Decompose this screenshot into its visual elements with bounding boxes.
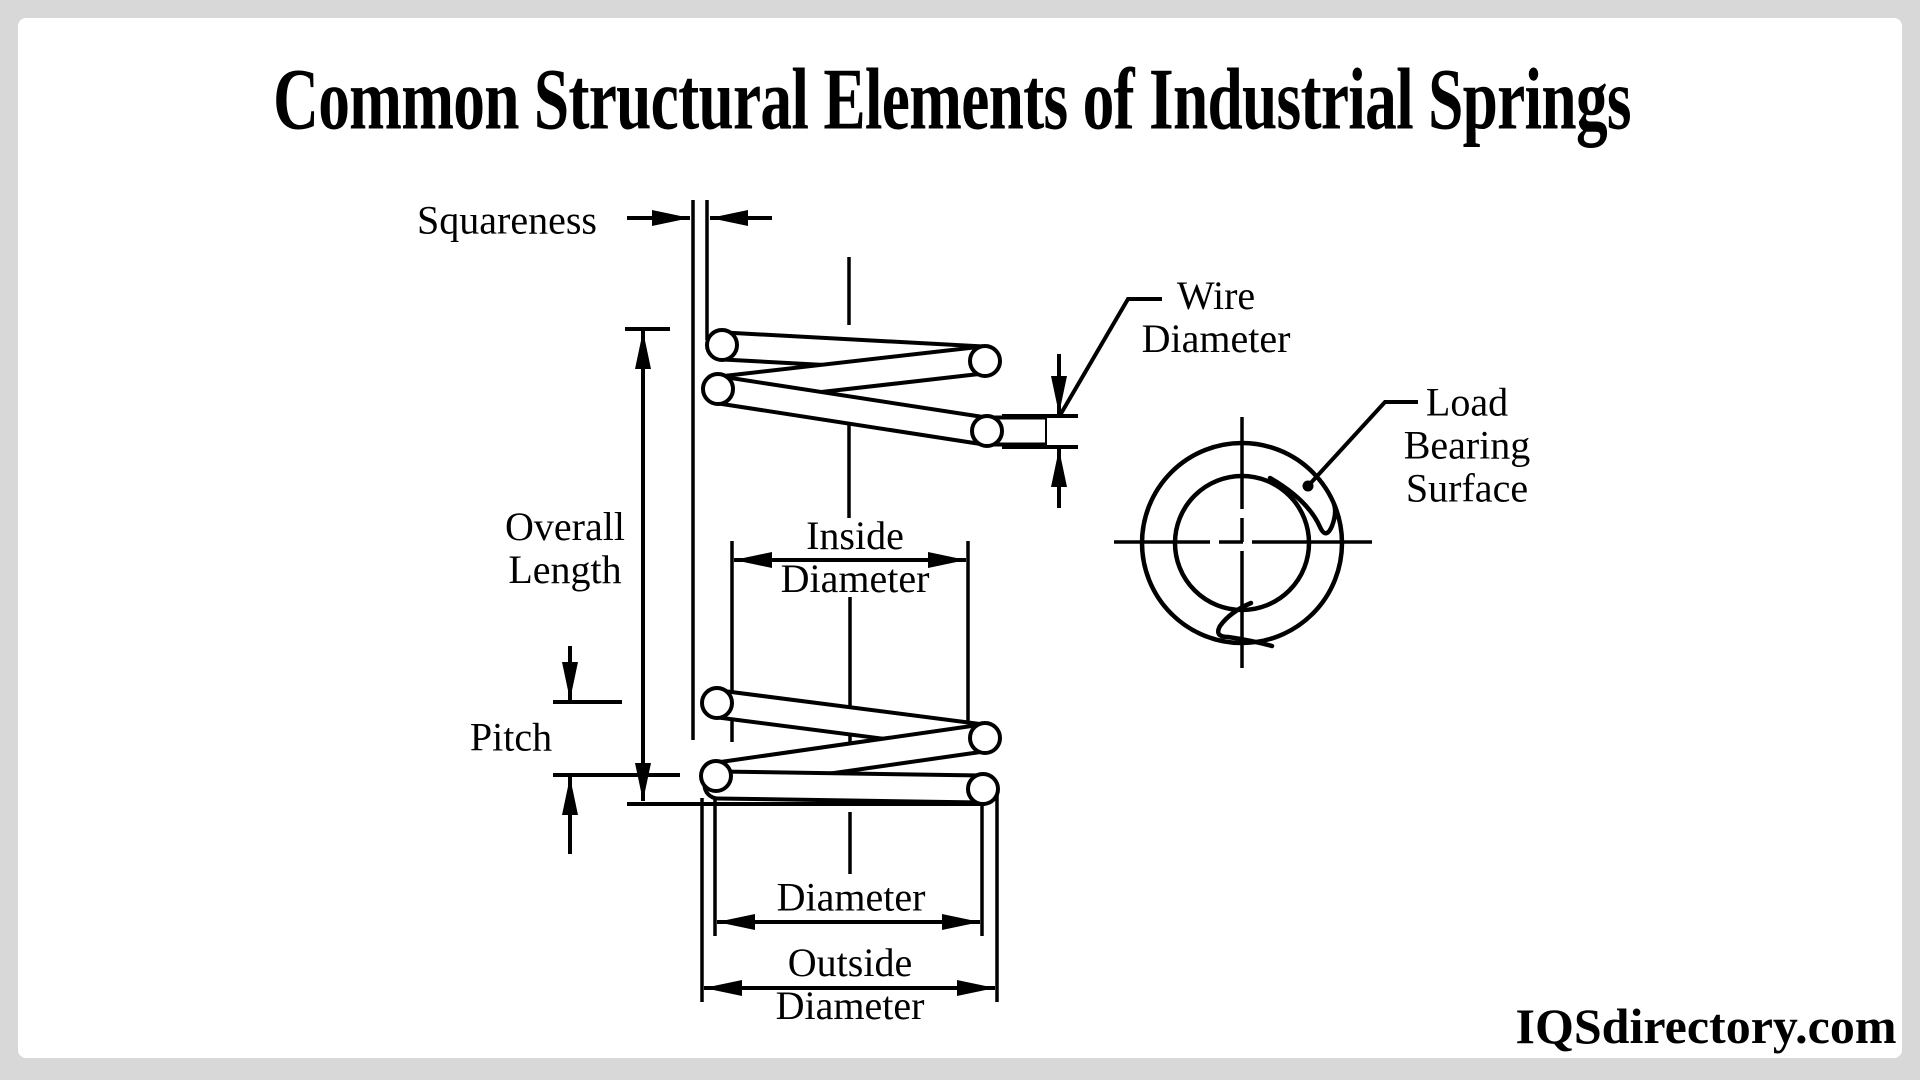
label-mean-diameter: Diameter	[776, 874, 926, 920]
load-bearing-leader-dot	[1302, 480, 1314, 492]
wire-end-lower	[1216, 600, 1275, 649]
wire-section-circle	[699, 759, 733, 793]
spring-side-view-bottom	[699, 686, 1002, 806]
dimension-lines	[553, 210, 1418, 996]
spring-side-view-top	[701, 328, 1047, 448]
watermark: IQSdirectory.com	[1515, 998, 1897, 1054]
label-squareness: Squareness	[417, 197, 597, 243]
label-pitch: Pitch	[469, 714, 553, 760]
wire-end-upper	[1267, 475, 1338, 536]
wire-diameter-leader	[1057, 297, 1162, 419]
wire-section-circle	[700, 686, 734, 720]
wire-section-circle	[705, 328, 739, 362]
centerlines	[847, 257, 1372, 874]
load-bearing-leader	[1306, 400, 1418, 488]
diagram-canvas	[18, 18, 1902, 1058]
label-inside-diameter: Inside Diameter	[780, 513, 930, 601]
wire-section-circle	[970, 414, 1004, 448]
label-outside-diameter: Outside Diameter	[775, 940, 925, 1028]
wire-section-circle	[966, 772, 1000, 806]
extension-lines	[691, 200, 999, 1002]
wire-section-circle	[968, 721, 1002, 755]
label-overall-length: Overall Length	[505, 504, 625, 592]
wire-section-circle	[968, 344, 1002, 378]
spring-end-view	[1139, 440, 1345, 649]
inner-coil-circle	[1172, 473, 1312, 613]
wire-section-circle	[701, 372, 735, 406]
label-wire-diameter: Wire Diameter	[1141, 273, 1291, 361]
label-load-bearing-surface: Load Bearing Surface	[1403, 379, 1531, 511]
page-title: Common Structural Elements of Industrial…	[273, 51, 1631, 149]
outer-coil-circle	[1139, 440, 1345, 646]
